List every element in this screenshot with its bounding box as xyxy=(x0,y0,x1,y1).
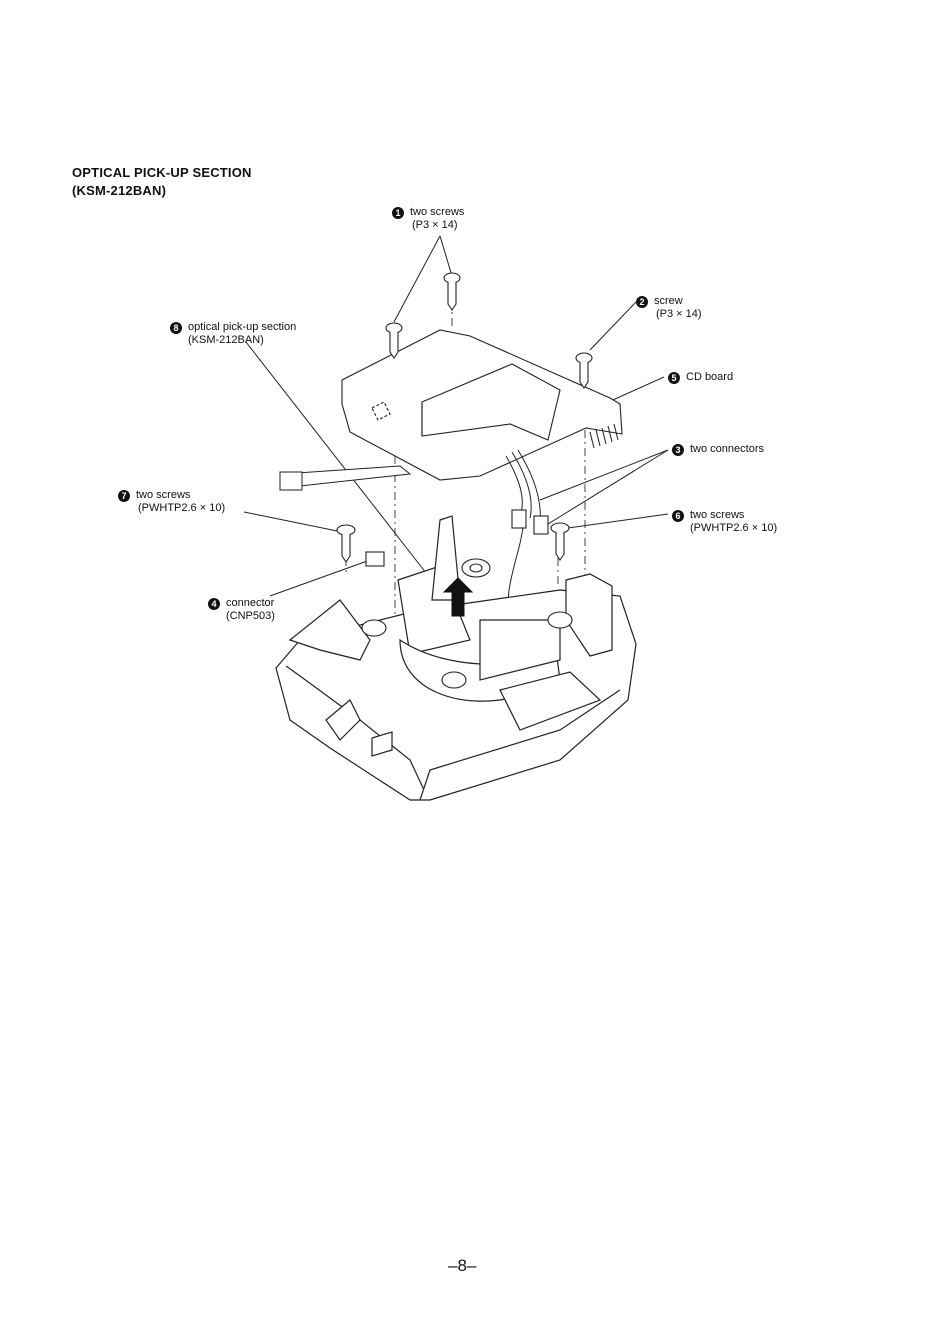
callout-sub-4: (CNP503) xyxy=(226,610,275,623)
callout-number-7: 7 xyxy=(118,490,130,502)
callout-text-1: two screws xyxy=(410,206,464,218)
callout-number-4: 4 xyxy=(208,598,220,610)
callout-number-2: 2 xyxy=(636,296,648,308)
chassis xyxy=(276,516,636,800)
callout-sub-7: (PWHTP2.6 × 10) xyxy=(138,502,225,515)
callout-sub-6: (PWHTP2.6 × 10) xyxy=(690,522,777,535)
callout-text-4: connector xyxy=(226,597,274,609)
callout-2: 2 screw (P3 × 14) xyxy=(636,295,702,321)
callout-text-8: optical pick-up section xyxy=(188,321,296,333)
callout-number-6: 6 xyxy=(672,510,684,522)
callout-7: 7 two screws (PWHTP2.6 × 10) xyxy=(118,489,225,515)
page-number: –8– xyxy=(448,1256,476,1276)
callout-number-5: 5 xyxy=(668,372,680,384)
cd-board xyxy=(342,330,622,480)
callout-text-2: screw xyxy=(654,295,683,307)
callout-1: 1 two screws (P3 × 14) xyxy=(392,206,464,232)
callout-text-5: CD board xyxy=(686,371,733,383)
callout-sub-8: (KSM-212BAN) xyxy=(188,334,296,347)
callout-5: 5 CD board xyxy=(668,371,733,384)
flex-cable xyxy=(280,466,410,490)
callout-6: 6 two screws (PWHTP2.6 × 10) xyxy=(672,509,777,535)
callout-sub-2: (P3 × 14) xyxy=(656,308,702,321)
callout-8: 8 optical pick-up section (KSM-212BAN) xyxy=(170,321,296,347)
callout-text-6: two screws xyxy=(690,509,744,521)
callout-sub-1: (P3 × 14) xyxy=(412,219,464,232)
callout-text-7: two screws xyxy=(136,489,190,501)
callout-number-3: 3 xyxy=(672,444,684,456)
callout-text-3: two connectors xyxy=(690,443,764,455)
callout-3: 3 two connectors xyxy=(672,443,764,456)
callout-4: 4 connector (CNP503) xyxy=(208,597,275,623)
callout-number-1: 1 xyxy=(392,207,404,219)
callout-number-8: 8 xyxy=(170,322,182,334)
